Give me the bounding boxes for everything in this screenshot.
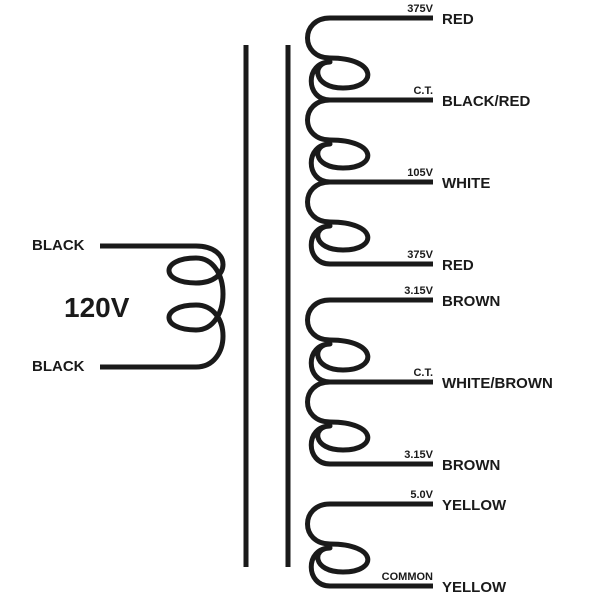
- hv-tap-label: 375V: [407, 3, 433, 15]
- hv-lead-label: RED: [442, 11, 474, 28]
- secondary-rect-winding: [305, 501, 433, 589]
- primary-voltage-label: 120V: [64, 292, 130, 323]
- primary-winding: [100, 243, 226, 370]
- heater-tap-label: 3.15V: [404, 285, 433, 297]
- secondary-heater-winding: [305, 297, 433, 467]
- primary-lead-top-label: BLACK: [32, 237, 85, 254]
- heater-tap-label: C.T.: [413, 367, 433, 379]
- heater-tap-label: 3.15V: [404, 449, 433, 461]
- hv-lead-label: BLACK/RED: [442, 93, 530, 110]
- secondary-hv-winding: [305, 15, 433, 267]
- hv-tap-label: 105V: [407, 167, 433, 179]
- heater-lead-label: WHITE/BROWN: [442, 375, 553, 392]
- hv-tap-label: 375V: [407, 249, 433, 261]
- heater-lead-label: BROWN: [442, 293, 500, 310]
- rect-tap-label: 5.0V: [410, 489, 433, 501]
- hv-lead-label: WHITE: [442, 175, 490, 192]
- rect-lead-label: YELLOW: [442, 497, 507, 514]
- hv-lead-label: RED: [442, 257, 474, 274]
- primary-lead-bottom-label: BLACK: [32, 358, 85, 375]
- heater-lead-label: BROWN: [442, 457, 500, 474]
- rect-lead-label: YELLOW: [442, 579, 507, 596]
- rect-tap-label: COMMON: [382, 571, 433, 583]
- hv-tap-label: C.T.: [413, 85, 433, 97]
